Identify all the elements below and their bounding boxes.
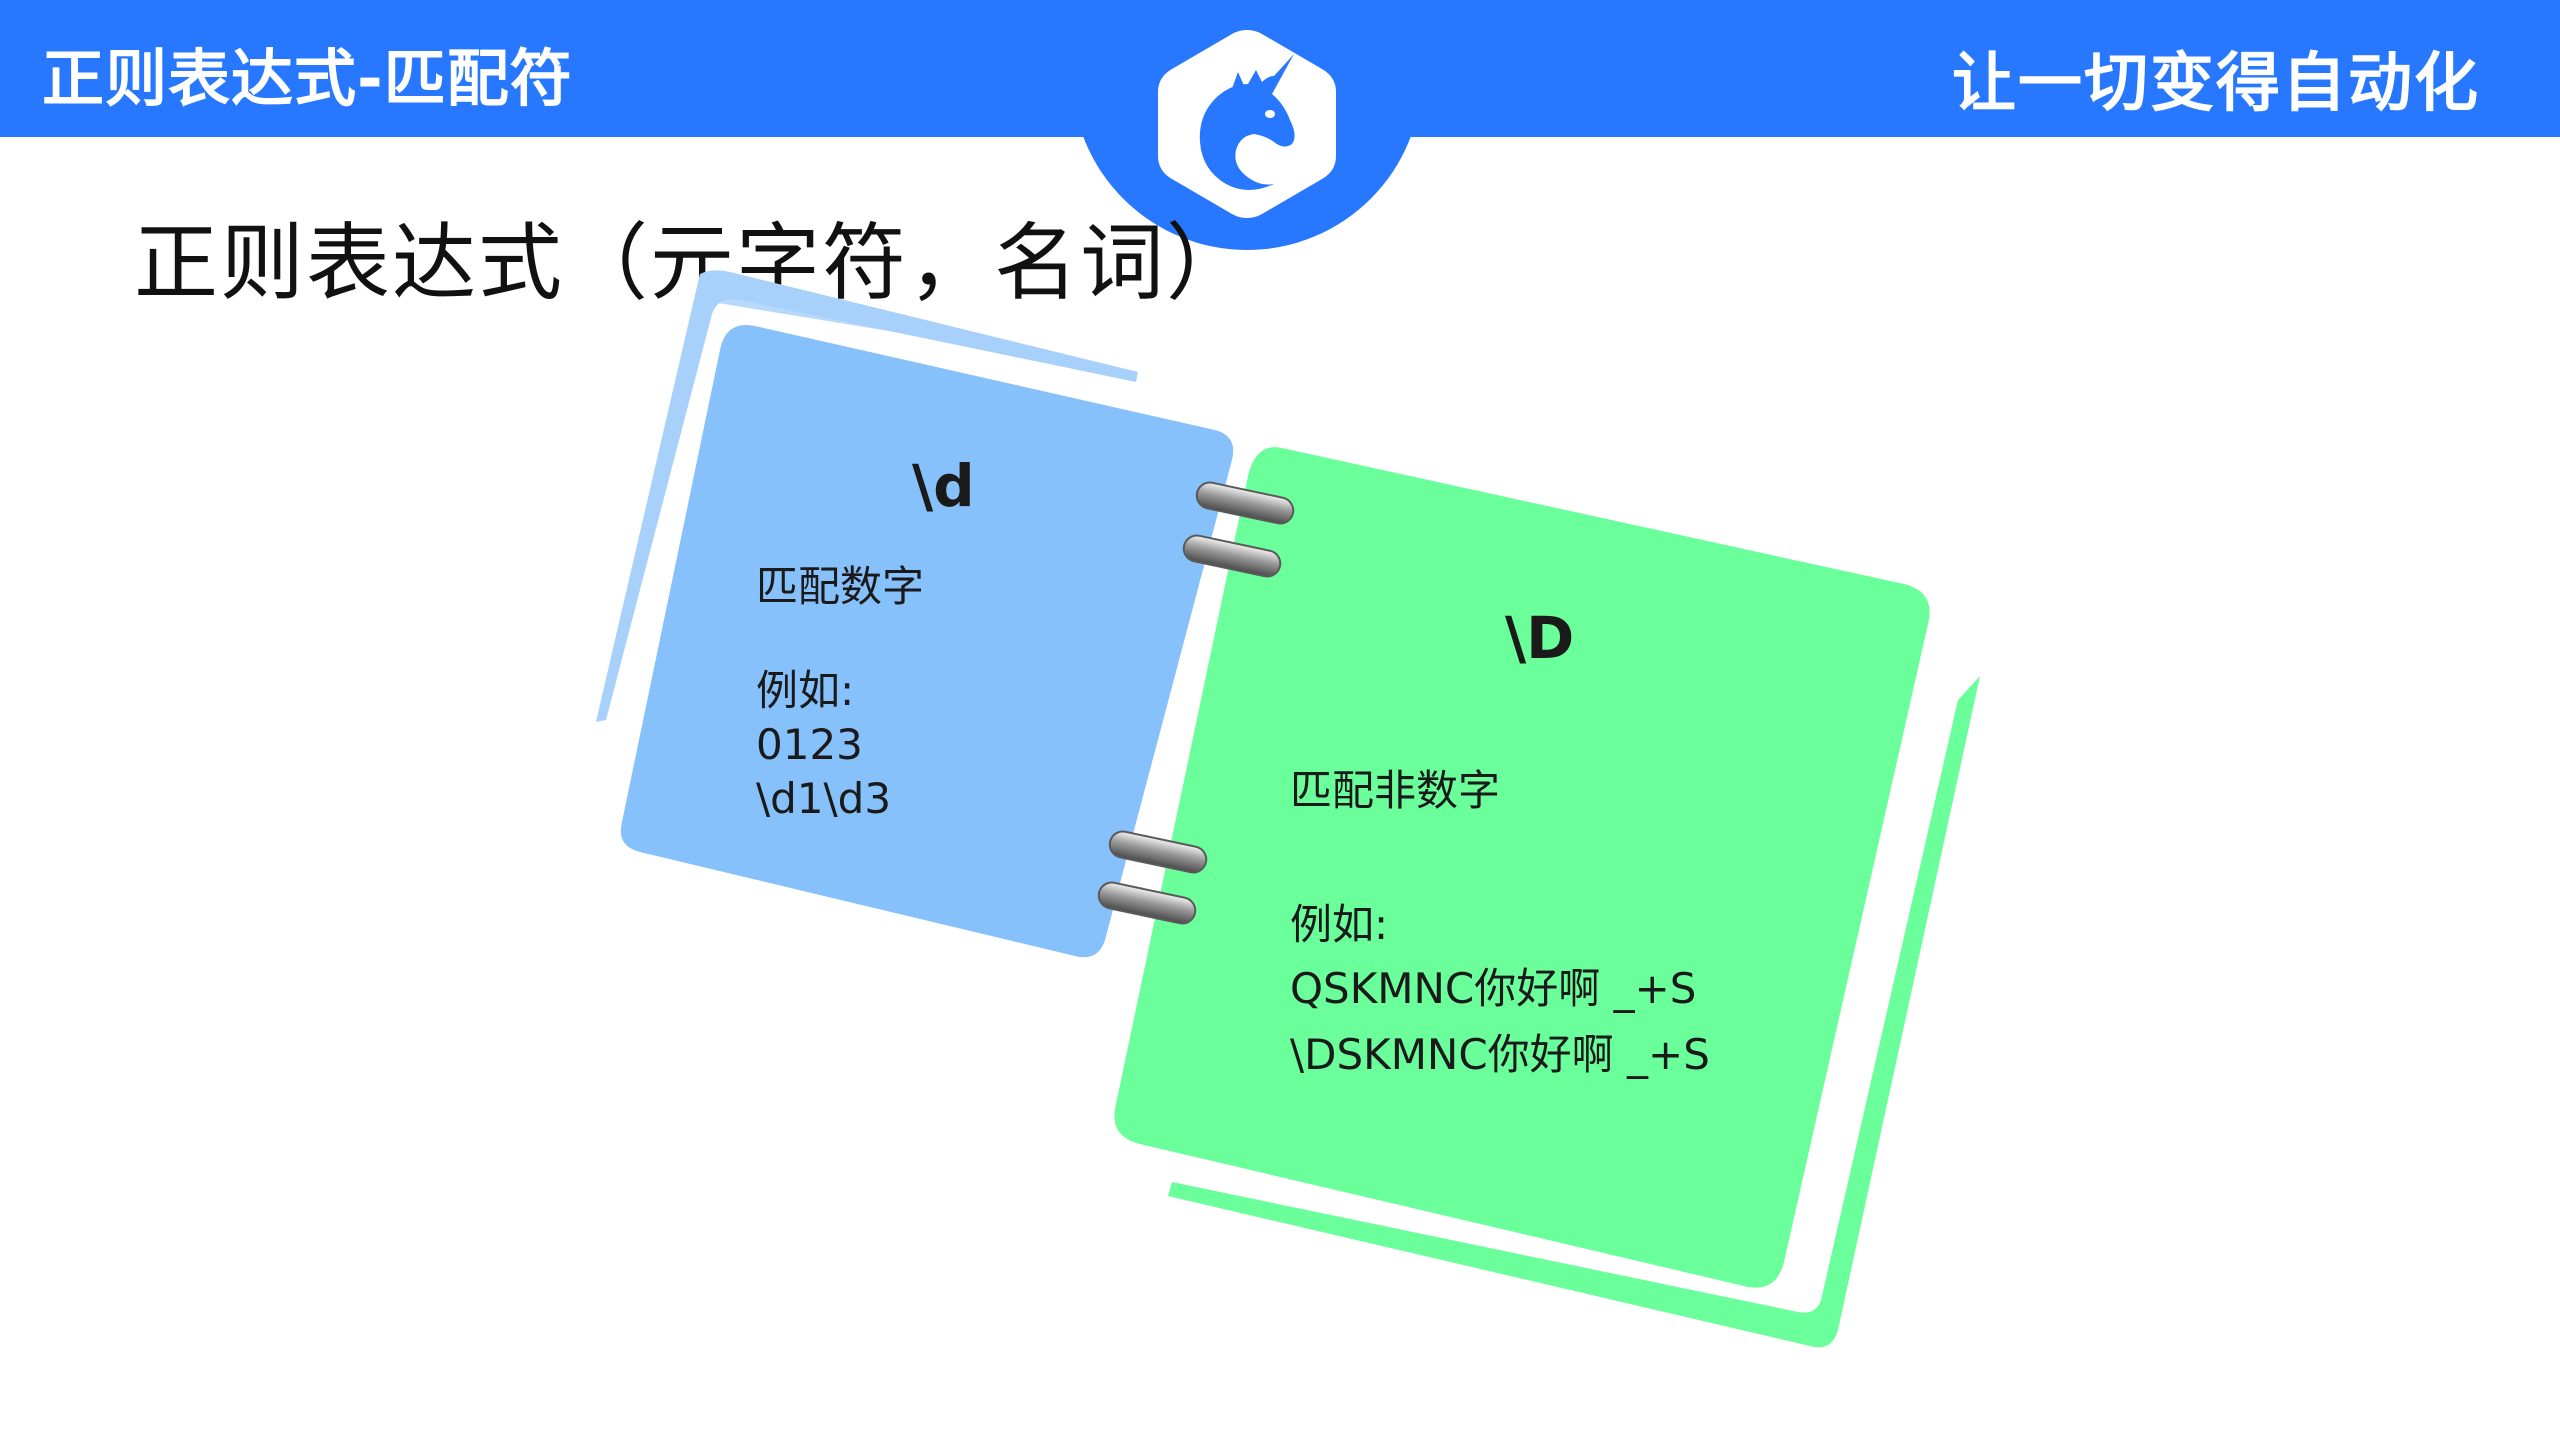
digit-card — [620, 325, 1234, 958]
non-digit-card — [1114, 447, 1930, 1288]
non-digit-card-description: 匹配非数字 — [1290, 766, 1501, 815]
digit-card-example-line: 0123 — [756, 720, 863, 769]
digit-card-example-line: \d1\d3 — [756, 774, 892, 823]
header-slogan: 让一切变得自动化 — [1952, 47, 2480, 121]
page-heading: 正则表达式（元字符，名词） — [134, 214, 1253, 312]
digit-card-description: 匹配数字 — [756, 562, 925, 611]
header-title: 正则表达式-匹配符 — [42, 42, 573, 115]
non-digit-card-example-line: \DSKMNC你好啊 _+S — [1290, 1030, 1710, 1079]
non-digit-card-example-line: QSKMNC你好啊 _+S — [1290, 964, 1697, 1013]
binder-rings — [1097, 481, 1295, 925]
digit-card-title: \d — [912, 452, 975, 520]
unicorn-logo-icon — [1158, 30, 1336, 218]
digit-card-example-label: 例如: — [756, 666, 855, 715]
non-digit-card-example-label: 例如: — [1290, 900, 1389, 949]
non-digit-card-title: \D — [1505, 604, 1575, 672]
